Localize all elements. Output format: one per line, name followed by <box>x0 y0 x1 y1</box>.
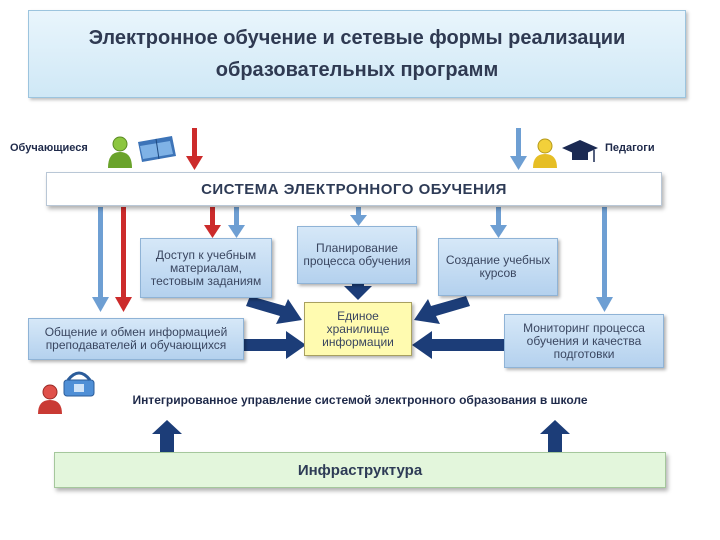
node-access-materials: Доступ к учебным материалам, тестовым за… <box>140 238 272 298</box>
arrow-system-to-access-blue <box>228 207 245 238</box>
arrow-system-to-communication-red <box>115 207 132 312</box>
communication-person-icon <box>38 384 62 414</box>
arrow-system-to-monitoring <box>596 207 613 312</box>
arrow-system-to-planning <box>350 207 367 226</box>
integrated-management-caption: Интегрированное управление системой элек… <box>132 393 588 407</box>
node-communication: Общение и обмен информацией преподавател… <box>28 318 244 360</box>
arrow-monitoring-to-repository <box>412 331 504 359</box>
student-person-icon <box>108 136 132 168</box>
arrow-system-to-communication-blue <box>92 207 109 312</box>
graduation-cap-icon <box>562 140 598 162</box>
title-banner: Электронное обучение и сетевые формы реа… <box>28 10 686 98</box>
arrow-students-to-system <box>186 128 203 170</box>
node-course-creation: Создание учебных курсов <box>438 238 558 296</box>
arrow-infrastructure-up-right <box>540 420 570 452</box>
arrow-communication-to-repository <box>244 331 306 359</box>
arrow-system-to-access-red <box>204 207 221 238</box>
phone-icon <box>63 371 95 397</box>
e-learning-system-bar: СИСТЕМА ЭЛЕКТРОННОГО ОБУЧЕНИЯ <box>46 172 662 206</box>
node-monitoring: Мониторинг процесса обучения и качества … <box>504 314 664 368</box>
arrow-teachers-to-system <box>510 128 527 170</box>
students-label: Обучающиеся <box>10 142 88 154</box>
teachers-label: Педагоги <box>605 142 655 154</box>
teacher-person-icon <box>533 138 557 168</box>
node-unified-repository: Единое хранилище информации <box>304 302 412 356</box>
arrow-infrastructure-up-left <box>152 420 182 452</box>
arrow-courses-to-repository <box>414 296 470 324</box>
infrastructure-bar: Инфраструктура <box>54 452 666 488</box>
node-planning: Планирование процесса обучения <box>297 226 417 284</box>
book-icon <box>138 136 176 162</box>
page-title: Электронное обучение и сетевые формы реа… <box>88 27 626 81</box>
arrow-system-to-courses <box>490 207 507 238</box>
arrow-access-to-repository <box>246 296 302 324</box>
